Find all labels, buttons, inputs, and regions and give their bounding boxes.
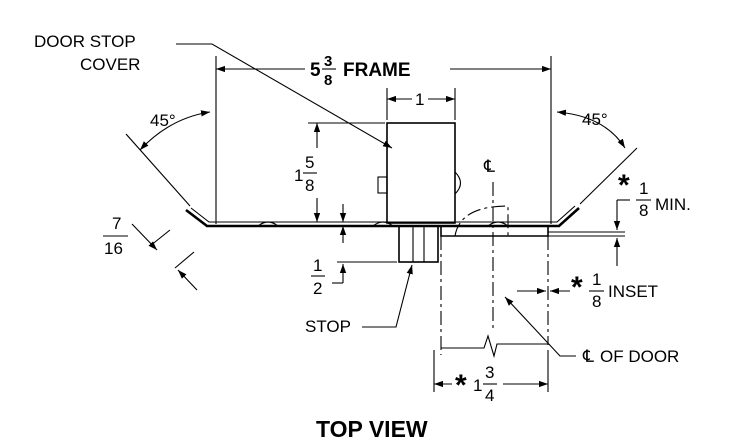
angle-left-value: 45° (150, 111, 176, 130)
return-dimension (131, 223, 198, 291)
frame-width-label: FRAME (343, 60, 411, 81)
door-stop-cover (377, 122, 462, 224)
min-label: MIN. (655, 195, 691, 214)
frame-width-whole: 5 (310, 60, 321, 81)
door-stop-cover-label-line1: DOOR STOP (34, 32, 136, 51)
door-phantom (440, 205, 549, 359)
stop-depth-den: 2 (313, 279, 322, 298)
stop-depth-num: 1 (313, 256, 322, 275)
frame-profile (185, 205, 625, 237)
inset-label: INSET (608, 282, 658, 301)
inset-num: 1 (592, 270, 601, 289)
door-thickness-star: * (455, 369, 467, 402)
angle-right-value: 45° (582, 110, 608, 129)
angle-left-dimension (125, 110, 211, 207)
stop-profile (398, 225, 439, 263)
door-thickness-whole: 1 (473, 376, 482, 395)
door-stop-cover-label-line2: COVER (80, 55, 140, 74)
centerline-symbol: ℄ (483, 157, 495, 176)
inset-star: * (571, 271, 583, 304)
return-den: 16 (104, 239, 123, 258)
height-dimension (308, 122, 385, 223)
inset-den: 8 (592, 292, 601, 311)
centerline-door-symbol: ℄ (582, 347, 594, 366)
frame-width-num: 3 (324, 53, 332, 70)
view-title: TOP VIEW (316, 416, 428, 442)
angle-right-dimension (556, 109, 638, 205)
frame-width-den: 8 (324, 72, 332, 89)
min-den: 8 (639, 201, 648, 220)
stop-width-value: 1 (415, 90, 424, 109)
frame-width-dimension (215, 56, 552, 224)
stop-label: STOP (305, 317, 351, 336)
door-thickness-den: 4 (485, 386, 494, 405)
min-star: * (618, 169, 630, 202)
height-den: 8 (305, 176, 314, 195)
centerline-door-label: OF DOOR (600, 347, 679, 366)
stop-depth-dimension (332, 226, 397, 284)
door-thickness-num: 3 (485, 363, 494, 382)
height-num: 5 (305, 153, 314, 172)
min-num: 1 (639, 179, 648, 198)
stop-width-dimension (386, 88, 456, 120)
return-num: 7 (112, 214, 121, 233)
door-thickness-dimension (433, 350, 549, 392)
height-whole: 1 (294, 166, 303, 185)
min-dimension (613, 199, 630, 266)
